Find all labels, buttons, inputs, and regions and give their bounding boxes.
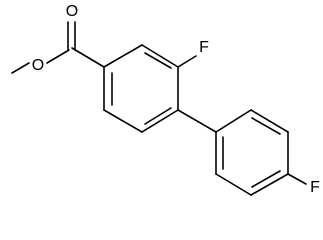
bond-ring2-inner-b	[251, 117, 281, 135]
carbonyl-oxygen-label: O	[66, 3, 78, 20]
bond-ring1-b	[141, 44, 179, 68]
bond-ring1-inner-b	[144, 52, 172, 69]
para-fluorine-label: F	[310, 179, 320, 196]
bond-ring1-e	[103, 109, 143, 133]
bond-ring2-b	[215, 173, 252, 196]
bond-ring1-fluorine	[177, 55, 197, 68]
molecule-diagram: O O F F	[11, 3, 320, 196]
bond-ring2-e	[250, 109, 289, 133]
bond-ring1-inner-c	[144, 107, 172, 125]
bond-lines	[11, 21, 307, 196]
bond-carbonyl-ring	[71, 47, 105, 68]
bond-ring2-fluorine	[287, 173, 307, 185]
structure-canvas: O O F F	[11, 3, 321, 197]
bond-ring1-a	[103, 44, 143, 68]
bond-oxygen-carbonyl	[46, 49, 70, 64]
bond-ring2-f	[215, 109, 252, 133]
ester-oxygen-label: O	[32, 57, 44, 74]
bond-biaryl	[177, 109, 217, 133]
atom-labels: O O F F	[32, 3, 320, 196]
bond-ring1-d	[141, 109, 179, 133]
bond-methyl-oxygen	[11, 62, 30, 74]
bond-ring2-c	[250, 173, 289, 196]
ortho-fluorine-label: F	[199, 39, 209, 56]
bond-ring2-inner-c	[251, 170, 281, 188]
